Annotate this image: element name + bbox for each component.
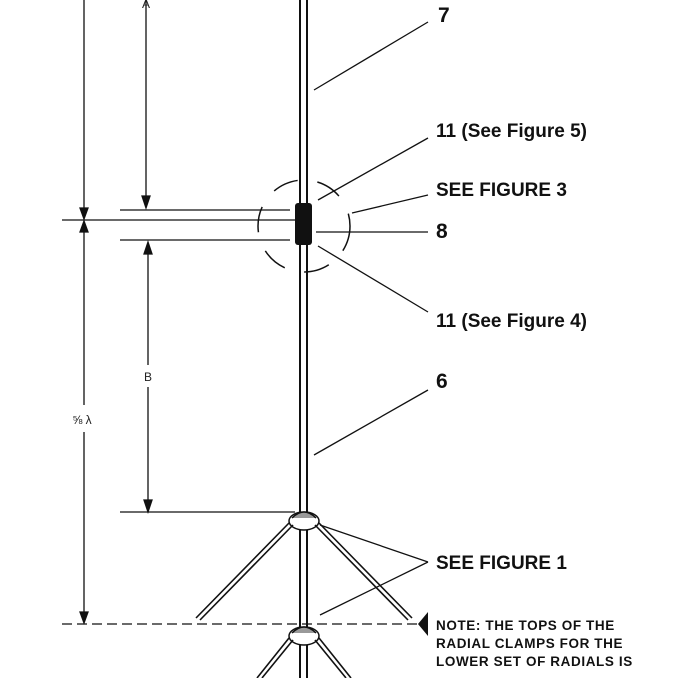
callout-6: 6: [436, 370, 448, 393]
radial-clamp-note: NOTE: THE TOPS OF THE RADIAL CLAMPS FOR …: [436, 618, 633, 669]
callout-11-see-figure-4: 11 (See Figure 4): [436, 311, 587, 332]
upper-radial-clamp: [288, 511, 320, 531]
dimension-b-label: B: [144, 370, 152, 384]
coupling-sleeve: [295, 203, 312, 245]
note-line-2: RADIAL CLAMPS FOR THE: [436, 636, 623, 651]
callout-see-figure-1: SEE FIGURE 1: [436, 553, 567, 574]
leader-lines: [313, 21, 429, 616]
note-line-1: NOTE: THE TOPS OF THE: [436, 618, 615, 633]
callout-7: 7: [438, 4, 450, 27]
upper-radials: [195, 522, 413, 621]
five-eighths-wave-label: ⅝ λ: [72, 413, 91, 427]
lower-radials: [256, 637, 352, 678]
callout-see-figure-3: SEE FIGURE 3: [436, 180, 567, 201]
dimension-a-label: A: [142, 0, 150, 11]
note-pointer-arrow: [418, 612, 428, 636]
dimension-lines: [62, 0, 420, 625]
note-line-3: LOWER SET OF RADIALS IS: [436, 654, 633, 669]
antenna-mast: [299, 0, 308, 678]
detail-circle-figure-3: [257, 179, 351, 273]
lower-radial-clamp: [288, 626, 320, 646]
callout-8: 8: [436, 220, 448, 243]
callout-11-see-figure-5: 11 (See Figure 5): [436, 121, 587, 142]
